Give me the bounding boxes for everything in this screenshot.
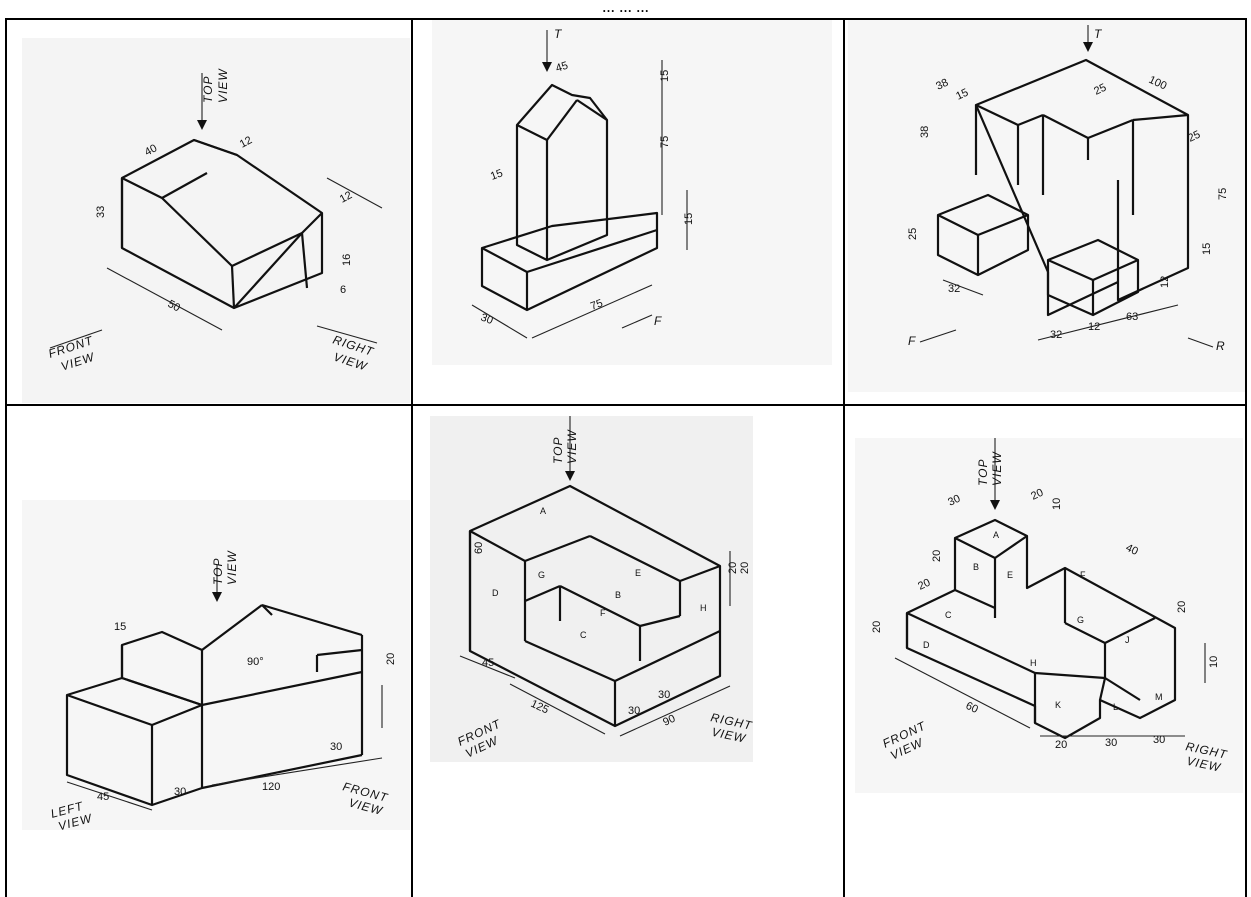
dimension-label: 90 bbox=[661, 713, 677, 729]
grid-line bbox=[5, 18, 7, 897]
top-view-label: T bbox=[1094, 27, 1103, 41]
grid-line bbox=[1245, 18, 1247, 897]
dimension-label: 12 bbox=[338, 189, 354, 205]
dimension-label: 40 bbox=[143, 142, 159, 158]
dimension-label: 25 bbox=[1092, 82, 1108, 98]
face-letter: C bbox=[945, 610, 952, 620]
dimension-label: 60 bbox=[473, 542, 485, 554]
dimension-label: 15 bbox=[114, 621, 126, 633]
face-letter: J bbox=[1125, 635, 1130, 645]
dimension-label: 30 bbox=[1153, 734, 1165, 746]
dimension-label: 30 bbox=[1105, 737, 1117, 749]
dimension-label: 15 bbox=[489, 167, 505, 182]
dimension-label: 32 bbox=[948, 283, 960, 295]
dimension-label: 90° bbox=[247, 656, 264, 668]
face-letter: G bbox=[538, 570, 545, 580]
dimension-label: 12 bbox=[1088, 321, 1100, 333]
drawing-grid: TOP VIEW 40 12 33 12 16 6 50 FRONT VIEW … bbox=[5, 18, 1247, 897]
face-letter: B bbox=[973, 562, 979, 572]
face-letter: F bbox=[600, 608, 606, 618]
face-letter: G bbox=[1077, 615, 1084, 625]
face-letter: E bbox=[635, 568, 641, 578]
dimension-label: 30 bbox=[628, 705, 640, 717]
dimension-label: 30 bbox=[479, 312, 495, 327]
dimension-label: 25 bbox=[1186, 129, 1202, 145]
face-letter: K bbox=[1055, 700, 1061, 710]
front-view-label: F bbox=[908, 334, 916, 348]
dimension-label: 45 bbox=[97, 791, 109, 803]
face-letter: A bbox=[540, 506, 546, 516]
top-view-label: TOP bbox=[976, 459, 990, 486]
dimension-label: 30 bbox=[174, 786, 186, 798]
grid-line bbox=[5, 18, 1247, 20]
dimension-label: 30 bbox=[946, 493, 962, 509]
dimension-label: 20 bbox=[385, 653, 397, 665]
dimension-label: 60 bbox=[964, 700, 980, 716]
face-letter: H bbox=[700, 603, 707, 613]
face-letter: L bbox=[1113, 702, 1118, 712]
top-view-label: VIEW bbox=[216, 68, 230, 103]
dimension-label: 75 bbox=[1217, 188, 1229, 200]
top-view-label: VIEW bbox=[225, 550, 239, 585]
dimension-label: 30 bbox=[330, 741, 342, 753]
dimension-label: 40 bbox=[1124, 542, 1140, 558]
panel-3-isometric-slotted-block: T 38 15 38 25 100 25 75 25 15 32 12 32 1… bbox=[848, 20, 1245, 392]
top-view-label: T bbox=[554, 27, 563, 41]
dimension-label: 45 bbox=[554, 60, 569, 75]
right-view-label: R bbox=[1216, 339, 1226, 353]
grid-line bbox=[5, 404, 1247, 406]
top-view-label: TOP bbox=[551, 437, 565, 464]
dimension-label: 12 bbox=[1159, 276, 1171, 288]
dimension-label: 20 bbox=[1176, 601, 1188, 613]
face-letter: B bbox=[615, 590, 621, 600]
top-view-label: VIEW bbox=[565, 429, 579, 464]
panel-2-isometric-pillar: T 45 15 75 15 15 30 75 F bbox=[432, 20, 832, 365]
dimension-label: 75 bbox=[659, 136, 671, 148]
dimension-label: 20 bbox=[739, 562, 751, 574]
dimension-label: 20 bbox=[727, 562, 739, 574]
dimension-label: 10 bbox=[1051, 498, 1063, 510]
dimension-label: 10 bbox=[1208, 656, 1220, 668]
dimension-label: 15 bbox=[659, 70, 671, 82]
grid-line bbox=[411, 18, 413, 897]
panel-6-isometric-complex-block: TOP VIEW A B C D E F G H J K L M 30 20 1… bbox=[855, 438, 1243, 793]
dimension-label: 20 bbox=[931, 550, 943, 562]
dimension-label: 20 bbox=[1029, 487, 1045, 503]
top-view-label: TOP bbox=[211, 558, 225, 585]
panel-1-isometric-wedge: TOP VIEW 40 12 33 12 16 6 50 FRONT VIEW … bbox=[22, 38, 410, 403]
panel-5-isometric-stepped-block: TOP VIEW A D G E B F C H 60 20 20 45 125… bbox=[430, 416, 753, 762]
face-letter: C bbox=[580, 630, 587, 640]
dimension-label: 15 bbox=[683, 213, 695, 225]
page-caption: ... ... ... bbox=[602, 0, 649, 16]
dimension-label: 33 bbox=[95, 206, 107, 218]
front-view-label: F bbox=[654, 314, 662, 328]
dimension-label: 25 bbox=[907, 228, 919, 240]
dimension-label: 30 bbox=[658, 689, 670, 701]
top-view-label: TOP bbox=[201, 76, 215, 103]
dimension-label: 20 bbox=[871, 621, 883, 633]
face-letter: E bbox=[1007, 570, 1013, 580]
dimension-label: 20 bbox=[1055, 739, 1067, 751]
dimension-label: 16 bbox=[341, 254, 353, 266]
dimension-label: 38 bbox=[934, 77, 950, 93]
dimension-label: 75 bbox=[589, 297, 605, 312]
dimension-label: 15 bbox=[1201, 243, 1213, 255]
dimension-label: 38 bbox=[919, 126, 931, 138]
face-letter: M bbox=[1155, 692, 1163, 702]
panel-4-isometric-vblock: TOP VIEW 15 90° 20 45 30 120 30 LEFT VIE… bbox=[22, 500, 410, 830]
dimension-label: 6 bbox=[340, 284, 346, 296]
face-letter: D bbox=[923, 640, 930, 650]
grid-line bbox=[843, 18, 845, 897]
dimension-label: 15 bbox=[954, 87, 970, 103]
face-letter: A bbox=[993, 530, 999, 540]
face-letter: D bbox=[492, 588, 499, 598]
dimension-label: 12 bbox=[238, 134, 254, 150]
face-letter: H bbox=[1030, 658, 1037, 668]
face-letter: F bbox=[1080, 570, 1086, 580]
dimension-label: 120 bbox=[262, 781, 280, 793]
dimension-label: 20 bbox=[916, 577, 932, 593]
top-view-label: VIEW bbox=[990, 451, 1004, 486]
